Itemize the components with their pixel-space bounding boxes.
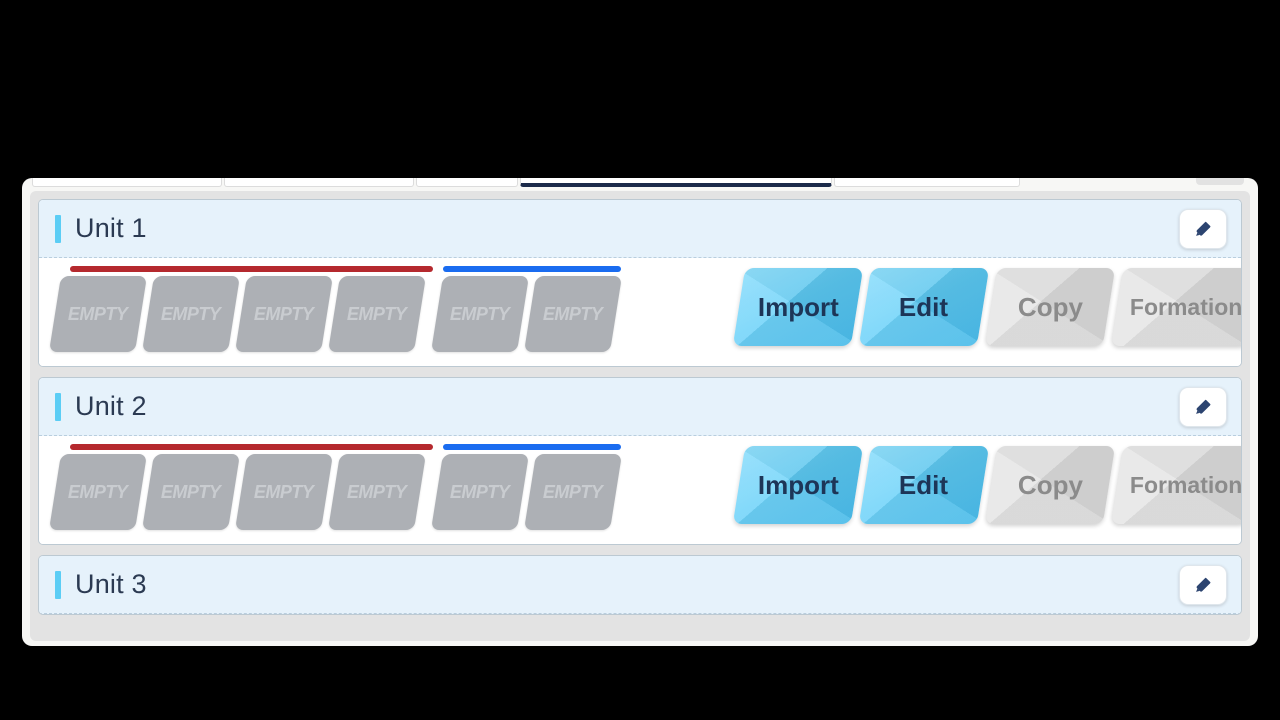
unit-accent-bar xyxy=(55,392,61,421)
slot-label: EMPTY xyxy=(254,481,314,502)
edit-unit-button[interactable] xyxy=(1179,387,1227,427)
import-button[interactable]: Import xyxy=(732,268,864,346)
unit-title: Unit 2 xyxy=(75,391,147,421)
tab-bar-clipped xyxy=(22,178,1258,187)
unit-header: Unit 3 xyxy=(39,556,1241,614)
import-button[interactable]: Import xyxy=(732,446,864,524)
unit-slot[interactable]: EMPTY xyxy=(430,454,530,530)
unit-slot[interactable]: EMPTY xyxy=(327,454,427,530)
slot-label: EMPTY xyxy=(161,303,221,324)
team-bar-red xyxy=(70,266,433,272)
edit-unit-button[interactable] xyxy=(1179,565,1227,605)
unit-title: Unit 1 xyxy=(75,213,147,243)
tab-stub-2[interactable] xyxy=(224,178,414,187)
team-bar-blue xyxy=(443,266,621,272)
slot-label: EMPTY xyxy=(68,481,128,502)
slot-label: EMPTY xyxy=(161,481,221,502)
import-button-label: Import xyxy=(757,469,839,500)
slot-label: EMPTY xyxy=(450,481,510,502)
formation-button-label: Formation xyxy=(1129,471,1242,498)
edit-button-label: Edit xyxy=(899,291,949,322)
unit-header: Unit 2 xyxy=(39,378,1241,436)
unit-slot[interactable]: EMPTY xyxy=(48,454,148,530)
unit-actions: Import Edit Copy Formation xyxy=(732,446,1242,524)
slot-label: EMPTY xyxy=(543,481,603,502)
unit-panel: Unit 3 xyxy=(38,555,1242,615)
formation-button: Formation xyxy=(1110,446,1242,524)
unit-header: Unit 1 xyxy=(39,200,1241,258)
unit-panel: Unit 2 EMPTY EMPTY EMPTY EMPTY EMPTY EMPTY Impo… xyxy=(38,377,1242,545)
tab-stub-1[interactable] xyxy=(32,178,222,187)
slot-label: EMPTY xyxy=(543,303,603,324)
copy-button: Copy xyxy=(984,446,1116,524)
formation-button: Formation xyxy=(1110,268,1242,346)
unit-slot[interactable]: EMPTY xyxy=(523,454,623,530)
tab-stub-active[interactable] xyxy=(520,178,832,187)
slot-label: EMPTY xyxy=(254,303,314,324)
unit-slot[interactable]: EMPTY xyxy=(234,276,334,352)
tab-stub-3[interactable] xyxy=(416,178,518,187)
team-bar-red xyxy=(70,444,433,450)
unit-slot[interactable]: EMPTY xyxy=(327,276,427,352)
unit-slot[interactable]: EMPTY xyxy=(141,454,241,530)
pencil-icon xyxy=(1190,216,1216,242)
slot-strip: EMPTY EMPTY EMPTY EMPTY EMPTY EMPTY xyxy=(48,454,623,530)
team-bar-blue xyxy=(443,444,621,450)
edit-button-label: Edit xyxy=(899,469,949,500)
team-bar-group xyxy=(39,444,1241,450)
pencil-icon xyxy=(1190,394,1216,420)
slot-strip: EMPTY EMPTY EMPTY EMPTY EMPTY EMPTY xyxy=(48,276,623,352)
unit-title: Unit 3 xyxy=(75,569,147,599)
slot-label: EMPTY xyxy=(450,303,510,324)
slot-label: EMPTY xyxy=(347,481,407,502)
formation-button-label: Formation xyxy=(1129,293,1242,320)
unit-accent-bar xyxy=(55,214,61,243)
import-button-label: Import xyxy=(757,291,839,322)
slot-label: EMPTY xyxy=(347,303,407,324)
edit-unit-button[interactable] xyxy=(1179,209,1227,249)
unit-panel: Unit 1 EMPTY EMPTY EMPTY EMPTY EMPTY EMPTY Impo… xyxy=(38,199,1242,367)
unit-list[interactable]: Unit 1 EMPTY EMPTY EMPTY EMPTY EMPTY EMPTY Impo… xyxy=(30,191,1250,641)
pencil-icon xyxy=(1190,572,1216,598)
toolbar-button-clipped[interactable] xyxy=(1196,178,1244,185)
unit-slot[interactable]: EMPTY xyxy=(234,454,334,530)
unit-slot[interactable]: EMPTY xyxy=(48,276,148,352)
unit-body: EMPTY EMPTY EMPTY EMPTY EMPTY EMPTY Import Edit… xyxy=(39,258,1241,366)
unit-body: EMPTY EMPTY EMPTY EMPTY EMPTY EMPTY Import Edit… xyxy=(39,436,1241,544)
team-bar-group xyxy=(39,266,1241,272)
slot-label: EMPTY xyxy=(68,303,128,324)
tab-stub-5[interactable] xyxy=(834,178,1020,187)
copy-button-label: Copy xyxy=(1017,291,1083,322)
copy-button-label: Copy xyxy=(1017,469,1083,500)
edit-button[interactable]: Edit xyxy=(858,268,990,346)
unit-accent-bar xyxy=(55,570,61,599)
copy-button: Copy xyxy=(984,268,1116,346)
edit-button[interactable]: Edit xyxy=(858,446,990,524)
unit-slot[interactable]: EMPTY xyxy=(523,276,623,352)
unit-slot[interactable]: EMPTY xyxy=(141,276,241,352)
unit-actions: Import Edit Copy Formation xyxy=(732,268,1242,346)
unit-slot[interactable]: EMPTY xyxy=(430,276,530,352)
application-window: Unit 1 EMPTY EMPTY EMPTY EMPTY EMPTY EMPTY Impo… xyxy=(22,178,1258,646)
